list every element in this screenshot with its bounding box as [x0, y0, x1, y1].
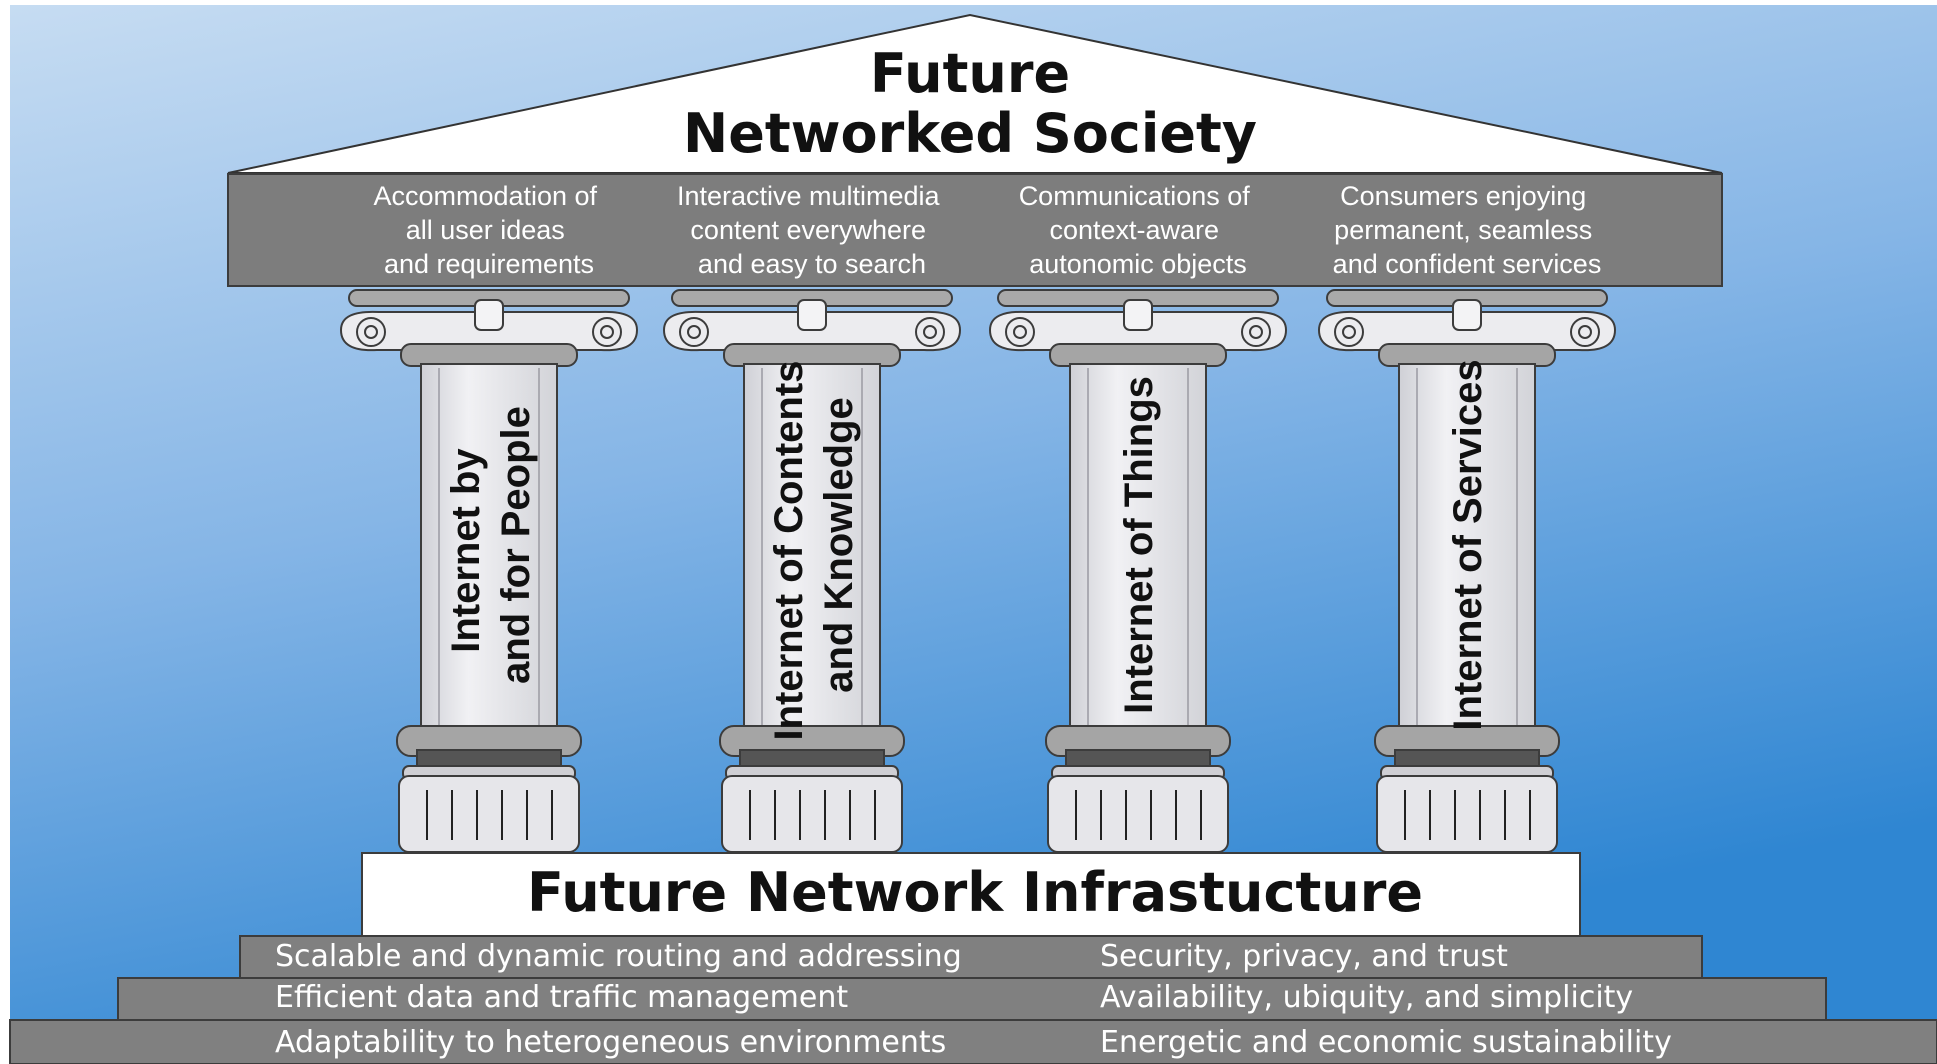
column-volute-right-inner — [923, 325, 937, 339]
title-line-2: Networked Society — [683, 102, 1257, 165]
column-2 — [662, 289, 962, 853]
column-volute-left — [1005, 317, 1035, 347]
infrastructure-block — [361, 852, 1581, 937]
column-shaft — [1069, 363, 1207, 731]
column-knob — [474, 299, 504, 331]
pillar-labels: Internet by and for People Internet of C… — [444, 349, 1490, 740]
step-2-left: Efficient data and traffic management — [275, 980, 848, 1015]
infrastructure-label: Future Network Infrastucture — [527, 861, 1423, 924]
column-shaft — [420, 363, 558, 731]
column-base-neck — [1394, 749, 1540, 767]
column-knob — [1123, 299, 1153, 331]
beam-text-2: Interactive multimedia content everywher… — [677, 181, 947, 279]
column-volute-left-inner — [687, 325, 701, 339]
columns — [339, 289, 1617, 853]
step-1 — [239, 935, 1703, 979]
column-shaft — [1398, 363, 1536, 731]
column-volute-right-inner — [1578, 325, 1592, 339]
column-volute-left — [1334, 317, 1364, 347]
beam — [227, 173, 1723, 287]
column-volute-left-inner — [364, 325, 378, 339]
column-volute-right-inner — [600, 325, 614, 339]
step-3 — [9, 1019, 1937, 1064]
column-volute-right-inner — [1249, 325, 1263, 339]
column-volute-right — [1570, 317, 1600, 347]
step-2-right: Availability, ubiquity, and simplicity — [1100, 980, 1633, 1015]
title-line-1: Future — [870, 42, 1070, 105]
column-volute-right — [1241, 317, 1271, 347]
column-base-neck — [739, 749, 885, 767]
column-knob — [1452, 299, 1482, 331]
column-volute-right — [915, 317, 945, 347]
column-shaft — [743, 363, 881, 731]
step-1-left: Scalable and dynamic routing and address… — [275, 939, 962, 974]
column-echinus — [1049, 343, 1227, 367]
column-volute-left — [356, 317, 386, 347]
column-4 — [1317, 289, 1617, 853]
column-base-neck — [1065, 749, 1211, 767]
column-volute-right — [592, 317, 622, 347]
beam-text-3: Communications of context-aware autonomi… — [1019, 181, 1258, 279]
column-3 — [988, 289, 1288, 853]
pillar-label-3: Internet of Things — [1117, 376, 1161, 714]
step-2 — [117, 977, 1827, 1021]
beam-texts: Accommodation of all user ideas and requ… — [373, 181, 1601, 279]
column-knob — [797, 299, 827, 331]
column-volute-left-inner — [1013, 325, 1027, 339]
column-volute-left — [679, 317, 709, 347]
beam-text-1: Accommodation of all user ideas and requ… — [373, 181, 604, 279]
column-1 — [339, 289, 639, 853]
pillar-label-4: Internet of Services — [1446, 359, 1490, 730]
beam-text-4: Consumers enjoying permanent, seamless a… — [1333, 181, 1602, 279]
step-3-right: Energetic and economic sustainability — [1100, 1025, 1672, 1060]
step-3-left: Adaptability to heterogeneous environmen… — [275, 1025, 946, 1060]
pillar-label-1: Internet by and for People — [444, 406, 538, 684]
column-base-neck — [416, 749, 562, 767]
step-1-right: Security, privacy, and trust — [1100, 939, 1508, 974]
column-echinus — [400, 343, 578, 367]
pillar-label-2: Internet of Contents and Knowledge — [767, 349, 861, 740]
column-volute-left-inner — [1342, 325, 1356, 339]
column-echinus — [723, 343, 901, 367]
